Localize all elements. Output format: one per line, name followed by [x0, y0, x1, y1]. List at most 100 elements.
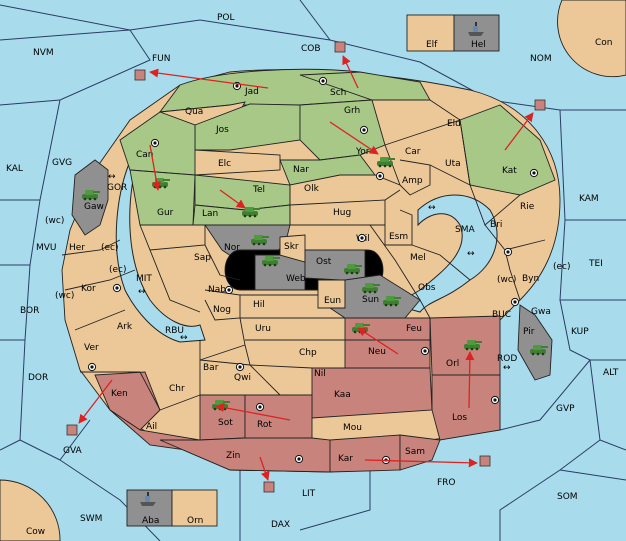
label-yor: Yor	[355, 147, 370, 157]
label-box-hel: Hel	[471, 40, 486, 50]
label-land-con: Con	[595, 38, 613, 48]
supply-center-icon	[529, 168, 539, 178]
label-sea-swm: SWM	[80, 514, 102, 524]
label-bar: Bar	[203, 363, 219, 373]
offshore-box-elf[interactable]	[406, 14, 455, 52]
label-hug: Hug	[333, 208, 351, 218]
territory-rot[interactable]	[244, 394, 313, 439]
label-sap: Sap	[194, 253, 211, 263]
label-sea-gva: GVA	[63, 446, 83, 456]
label-sea-tei: TEI	[588, 259, 603, 269]
label-nar: Nar	[293, 165, 309, 175]
label-sea-fro: FRO	[437, 478, 456, 488]
coast-label-1: (wc)	[45, 216, 64, 226]
label-box-aba: Aba	[142, 516, 159, 526]
label-nog: Nog	[213, 305, 231, 315]
coast-labels: (wc) (ec) (ec) (wc) (wc) (ec)	[45, 216, 571, 301]
supply-center-icon	[112, 283, 122, 293]
supply-center-icon	[503, 247, 513, 257]
territory-pir[interactable]	[517, 304, 553, 381]
label-lan: Lan	[202, 209, 218, 219]
connection-sma-east: ↔	[467, 249, 475, 259]
label-rot: Rot	[257, 420, 272, 430]
label-ail: Ail	[146, 422, 157, 432]
label-web: Web	[286, 274, 306, 284]
label-sea-dax: DAX	[271, 520, 290, 530]
connection-sma: ↔	[428, 203, 436, 213]
convoy-box-icon	[263, 481, 275, 493]
label-ark: Ark	[117, 322, 133, 332]
order-arrows	[78, 55, 534, 481]
label-nil: Nil	[314, 369, 326, 379]
label-sea-rod: ROD	[497, 354, 517, 364]
label-jos: Jos	[215, 125, 229, 135]
label-uru: Uru	[255, 324, 271, 334]
sea-labels: POL NVM FUN COB NOM KAL GVG KAM SMA TEI …	[6, 13, 619, 537]
label-tel: Tel	[252, 185, 265, 195]
label-sea-dor: DOR	[28, 373, 48, 383]
coast-label-6: (ec)	[553, 262, 571, 272]
label-sea-sma: SMA	[455, 225, 475, 235]
label-kar: Kar	[338, 454, 353, 464]
label-hil: Hil	[253, 300, 265, 310]
label-sea-nom: NOM	[530, 54, 552, 64]
supply-center-icon	[375, 171, 385, 181]
convoy-box-icon	[479, 455, 491, 467]
label-orl: Orl	[446, 359, 459, 369]
coast-label-5: (wc)	[497, 275, 516, 285]
offshore-box-orn[interactable]	[171, 489, 218, 527]
corner-land-con[interactable]	[557, 0, 626, 78]
connection-rbu: ↔	[180, 333, 188, 343]
territory-zin[interactable]	[159, 437, 331, 473]
supply-center-icon	[235, 362, 245, 372]
label-box-orn: Orn	[187, 516, 203, 526]
label-kaa: Kaa	[334, 390, 351, 400]
label-rie: Rie	[520, 202, 535, 212]
label-feu: Feu	[406, 324, 422, 334]
territory-neu[interactable]	[344, 339, 431, 369]
label-sam: Sam	[405, 447, 425, 457]
label-sea-lit: LIT	[302, 489, 316, 499]
label-sea-kam: KAM	[579, 194, 599, 204]
label-sea-kal: KAL	[6, 164, 23, 174]
supply-center-icon	[357, 233, 367, 243]
supply-center-icon	[150, 138, 160, 148]
label-mou: Mou	[343, 423, 362, 433]
label-sea-fun: FUN	[152, 54, 171, 64]
convoy-box-icon	[134, 69, 146, 81]
supply-center-icon	[490, 395, 500, 405]
label-sea-bor: BOR	[20, 306, 39, 316]
label-land-cow: Cow	[26, 527, 45, 537]
label-mel: Mel	[410, 253, 426, 263]
coast-label-4: (wc)	[55, 291, 74, 301]
territory-los[interactable]	[431, 374, 501, 441]
corner-land-cow[interactable]	[0, 479, 61, 541]
label-eld: Eld	[447, 119, 461, 129]
label-kat: Kat	[502, 166, 517, 176]
label-ken: Ken	[111, 389, 128, 399]
label-chr: Chr	[169, 384, 185, 394]
label-obs: Obs	[418, 283, 436, 293]
label-kor: Kor	[81, 284, 96, 294]
territory-ken[interactable]	[94, 371, 161, 431]
label-qua: Qua	[185, 107, 203, 117]
label-can: Can	[136, 150, 154, 160]
label-sea-mit: MIT	[136, 274, 152, 284]
supply-center-icon	[255, 402, 265, 412]
label-sea-mvu: MVU	[36, 243, 57, 253]
label-car: Car	[405, 147, 421, 157]
inner-channel-sma	[393, 194, 498, 313]
connection-markers: ↔ ↔ ↔ ↔ ↔ ↔	[108, 172, 511, 373]
label-sea-pol: POL	[217, 13, 235, 23]
label-neu: Neu	[368, 347, 386, 357]
label-eun: Eun	[324, 296, 341, 306]
label-bri: Bri	[490, 220, 502, 230]
supply-center-icon	[294, 454, 304, 464]
label-ost: Ost	[316, 257, 332, 267]
connection-gor: ↔	[108, 172, 116, 182]
supply-center-icon	[420, 346, 430, 356]
label-esm: Esm	[389, 232, 408, 242]
coast-label-2: (ec)	[101, 243, 119, 253]
territory-kaa[interactable]	[311, 367, 433, 419]
territory-sch[interactable]	[299, 71, 431, 101]
